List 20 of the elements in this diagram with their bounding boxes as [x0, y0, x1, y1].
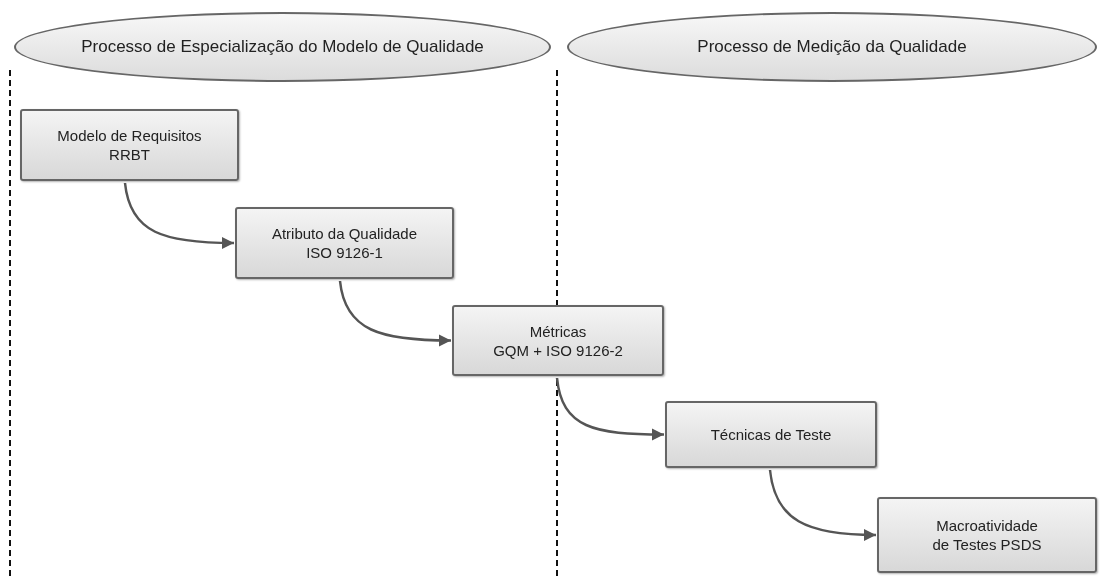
lane-title: Processo de Medição da Qualidade: [697, 36, 967, 59]
process-box: [877, 497, 1097, 573]
box-label: RRBT: [109, 145, 150, 164]
box-label: Modelo de Requisitos: [57, 126, 202, 145]
curved-arrow: [123, 182, 234, 250]
curved-arrow: [768, 469, 877, 541]
lane-title: Processo de Especialização do Modelo de Qualidade: [81, 36, 484, 59]
process-box: [20, 109, 239, 181]
box-label: GQM + ISO 9126-2: [493, 340, 623, 360]
process-box: [235, 207, 454, 279]
box-label: de Testes PSDS: [932, 535, 1042, 554]
box-label: Macroatividade: [936, 516, 1038, 535]
process-box: [665, 401, 877, 468]
box-label: Atributo da Qualidade: [271, 224, 418, 243]
box-label: Métricas: [529, 321, 587, 341]
process-box: [452, 305, 664, 376]
curved-arrow: [338, 280, 451, 347]
box-label: ISO 9126-1: [306, 243, 383, 262]
curved-arrow: [555, 377, 664, 441]
box-label: Técnicas de Teste: [710, 425, 832, 444]
